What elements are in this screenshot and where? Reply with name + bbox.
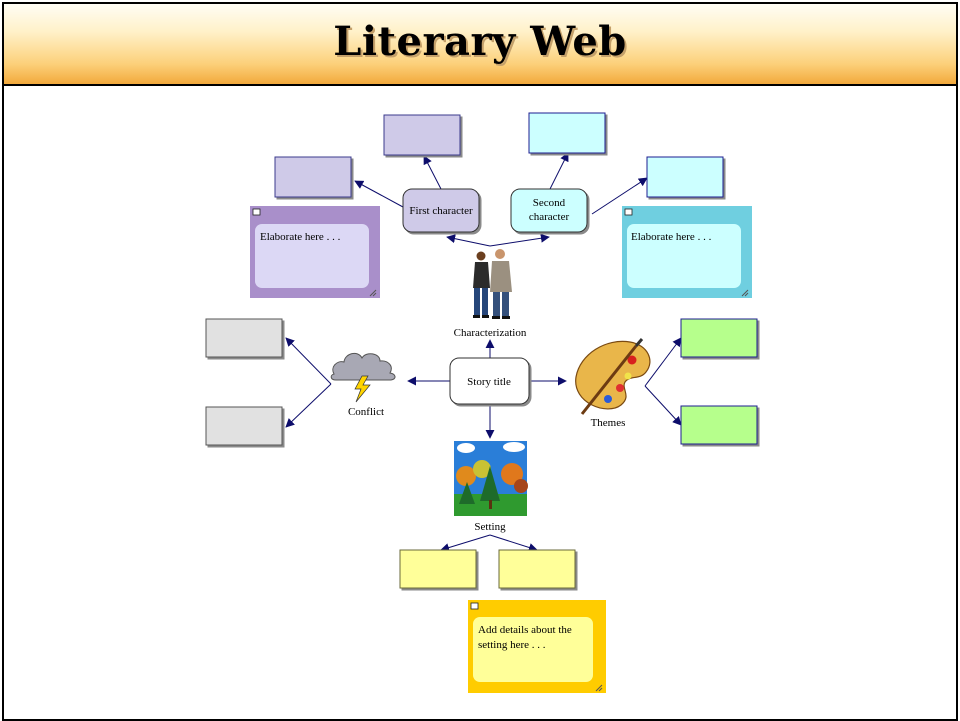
themes-box-top[interactable] (680, 318, 758, 358)
note-resize-grip-icon[interactable] (369, 289, 377, 297)
story-title-label: Story title (467, 376, 511, 388)
note-resize-grip-icon[interactable] (741, 289, 749, 297)
conflict-box-bottom[interactable] (205, 406, 283, 446)
themes-box-bottom[interactable] (680, 405, 758, 445)
connector-second-box-top (549, 152, 569, 190)
setting-label: Setting (474, 521, 506, 533)
literary-web-diagram: First character Second character Elabora… (205, 112, 758, 693)
conflict-box-top[interactable] (205, 318, 283, 358)
first-character-note-text: Elaborate here . . . (260, 231, 341, 243)
connector-conflict-box-top (285, 337, 332, 385)
second-character-box-right[interactable] (646, 156, 724, 198)
setting-box-left[interactable] (399, 549, 477, 589)
connectors (285, 152, 682, 552)
people-icon (473, 249, 512, 319)
connector-conflict-box-bottom (285, 383, 332, 428)
connector-first-box-top (423, 155, 442, 190)
second-character-label-line1: Second (533, 197, 566, 209)
first-character-box-top[interactable] (383, 114, 461, 156)
characterization-label: Characterization (454, 327, 527, 339)
setting-box-right[interactable] (498, 549, 576, 589)
connector-themes-box-top (644, 337, 682, 387)
note-collapse-icon[interactable] (252, 208, 261, 216)
second-character-node[interactable]: Second character (510, 188, 588, 233)
note-collapse-icon[interactable] (624, 208, 633, 216)
first-character-box-left[interactable] (274, 156, 352, 198)
second-character-note-text: Elaborate here . . . (631, 231, 712, 243)
conflict-label: Conflict (348, 406, 384, 418)
setting-note-text-line2: setting here . . . (478, 639, 546, 651)
setting-note[interactable]: Add details about the setting here . . . (468, 600, 606, 693)
connector-second-box-right (591, 177, 648, 215)
note-collapse-icon[interactable] (470, 602, 479, 610)
connector-setting-box-right (489, 534, 538, 552)
connector-first-box-left (354, 180, 404, 208)
connector-themes-box-bottom (644, 385, 682, 426)
first-character-note[interactable]: Elaborate here . . . (250, 206, 380, 298)
story-title-node[interactable]: Story title (449, 357, 530, 405)
first-character-label: First character (409, 205, 473, 217)
setting-note-text-line1: Add details about the (478, 624, 572, 636)
storm-cloud-icon (330, 352, 396, 403)
connector-people-first (446, 234, 491, 247)
second-character-box-top[interactable] (528, 112, 606, 154)
connector-setting-box-left (440, 534, 491, 552)
page-title: Literary Web (333, 18, 627, 65)
paint-palette-icon (575, 338, 651, 415)
second-character-label-line2: character (529, 211, 570, 223)
second-character-note[interactable]: Elaborate here . . . (622, 206, 752, 298)
themes-label: Themes (591, 417, 626, 429)
title-banner: Literary Web (4, 4, 956, 86)
first-character-node[interactable]: First character (402, 188, 480, 233)
note-resize-grip-icon[interactable] (595, 684, 603, 692)
connector-people-second (489, 233, 550, 247)
forest-icon (454, 441, 528, 516)
